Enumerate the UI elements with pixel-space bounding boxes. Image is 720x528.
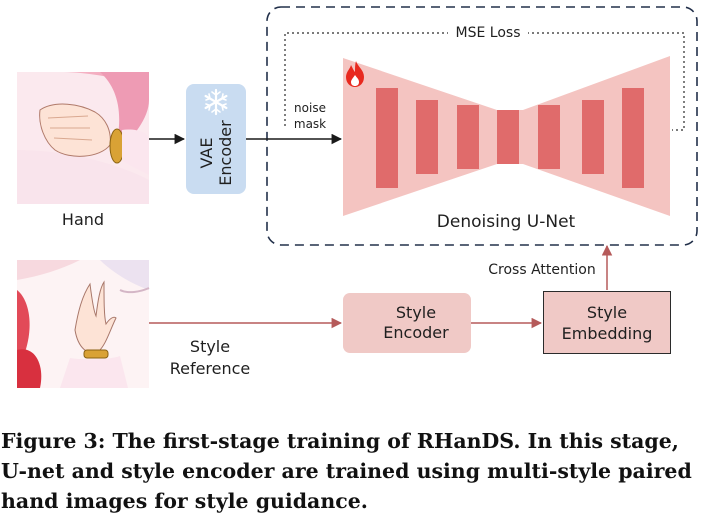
caption-line-3: hand images for style guidance. [1, 489, 368, 513]
style-reference-image [17, 260, 150, 388]
noise-label: noise [294, 101, 326, 115]
mse-loss-label-bg [448, 24, 528, 42]
unet-block [622, 88, 644, 188]
style-encoder-box: Style Encoder [343, 293, 471, 353]
caption-line-2: U-net and style encoder are trained usin… [1, 459, 692, 483]
unet-block [416, 100, 438, 174]
cross-attention-label: Cross Attention [488, 262, 596, 278]
reference-label: Reference [169, 359, 251, 378]
unet-block [457, 105, 479, 169]
caption-line-1: Figure 3: The first-stage training of RH… [1, 429, 679, 453]
diagram-canvas [17, 6, 698, 388]
fire-icon [346, 61, 364, 87]
hand-label: Hand [61, 210, 105, 229]
denoising-unet-label: Denoising U-Net [436, 212, 576, 232]
style-label: Style [189, 337, 231, 356]
style-encoder-line1: Style [395, 303, 437, 322]
unet-block [538, 105, 560, 169]
hand-image [17, 72, 149, 204]
unet-block [582, 100, 604, 174]
training-region [266, 6, 698, 246]
vae-word: VAE [197, 137, 216, 169]
style-encoder-line2: Encoder [383, 323, 449, 342]
encoder-word: Encoder [216, 120, 235, 186]
style-embedding-line2: Embedding [561, 323, 653, 343]
unet-blocks [376, 88, 644, 188]
mse-loss-path [284, 32, 685, 131]
vae-encoder-box [186, 84, 246, 194]
unet-block [497, 110, 519, 164]
unet-block [376, 88, 398, 188]
style-embedding-box: Style Embedding [543, 291, 671, 354]
snowflake-icon [204, 88, 228, 116]
mask-label: mask [293, 117, 327, 131]
style-embedding-line1: Style [586, 302, 628, 322]
mse-loss-label: MSE Loss [455, 25, 521, 41]
figure-caption: Figure 3: The first-stage training of RH… [1, 426, 719, 516]
